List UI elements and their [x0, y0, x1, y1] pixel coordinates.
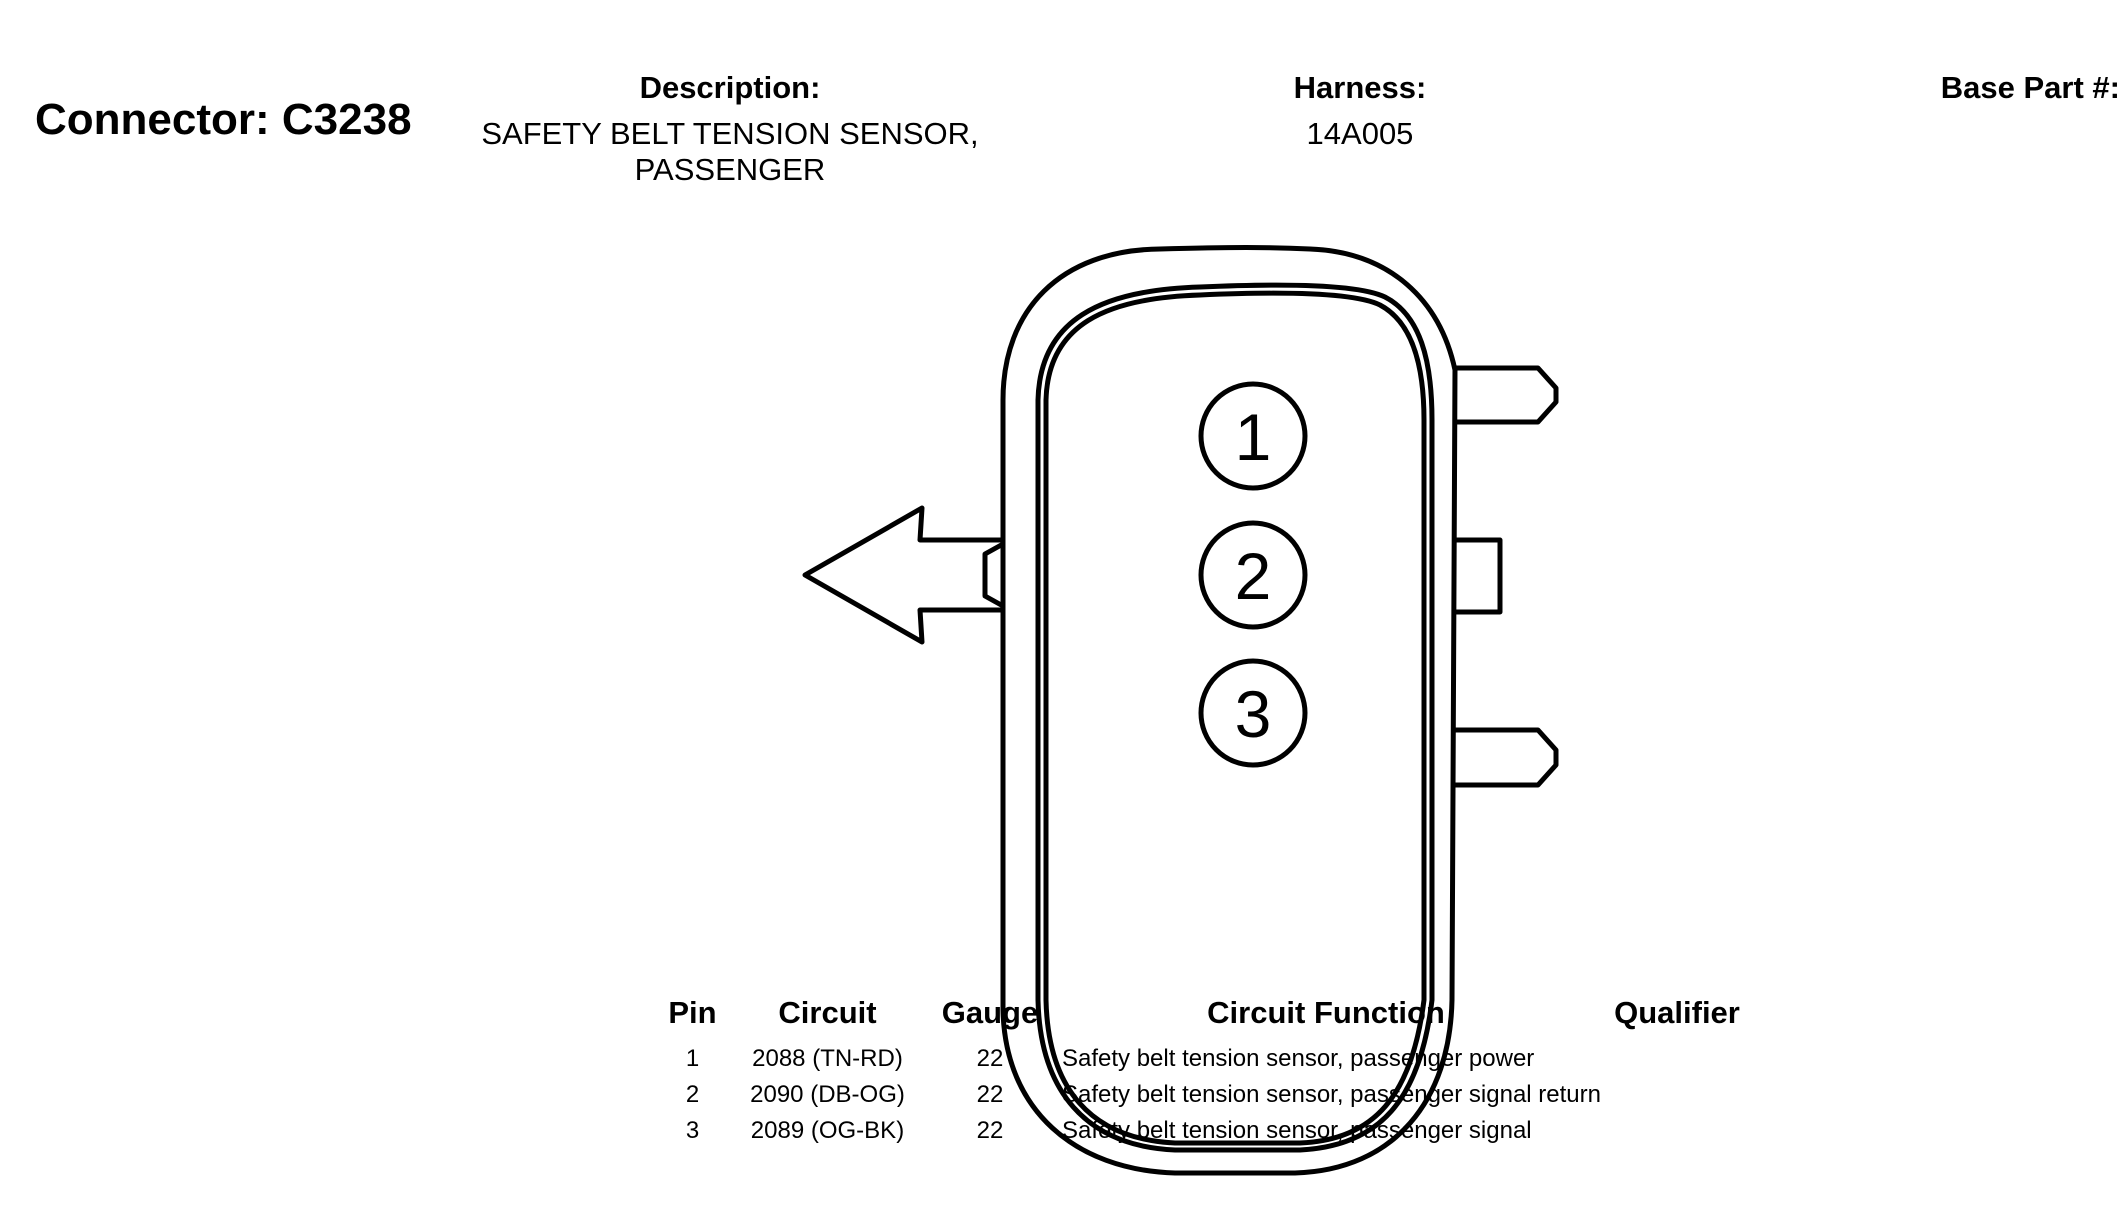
table-row: 3 2089 (OG-BK) 22 Safety belt tension se… [660, 1113, 1752, 1149]
row-circuit: 2089 (OG-BK) [750, 1117, 905, 1144]
row-gauge: 22 [976, 1045, 1004, 1072]
row-pin: 3 [685, 1117, 700, 1144]
pin-3-circle [1198, 658, 1308, 768]
header-qualifier: Qualifier [1614, 995, 1740, 1030]
row-function: Safety belt tension sensor, passenger si… [1062, 1081, 1601, 1108]
description-block: Description: SAFETY BELT TENSION SENSOR,… [450, 70, 1010, 188]
row-gauge: 22 [976, 1117, 1004, 1144]
row-circuit: 2088 (TN-RD) [752, 1045, 903, 1072]
header-circuit: Circuit [778, 995, 877, 1030]
row-function: Safety belt tension sensor, passenger si… [1062, 1117, 1532, 1144]
row-pin: 1 [685, 1045, 700, 1072]
row-function: Safety belt tension sensor, passenger po… [1062, 1045, 1535, 1072]
row-qualifier [1602, 1077, 1752, 1113]
row-qualifier [1602, 1113, 1752, 1149]
pin-3-label: 3 [1235, 677, 1272, 751]
description-label: Description: [639, 70, 821, 105]
pin-table: Pin Circuit Gauge Circuit Function Quali… [660, 995, 1752, 1149]
header-pin: Pin [668, 995, 717, 1030]
connector-cavity-outer [1035, 282, 1435, 1153]
row-circuit: 2090 (DB-OG) [750, 1081, 905, 1108]
base-part-label: Base Part #: [1940, 70, 2120, 105]
connector-housing-outline [1000, 245, 1458, 1176]
row-pin: 2 [685, 1081, 700, 1108]
row-qualifier [1602, 1041, 1752, 1077]
pin-2-circle [1198, 520, 1308, 630]
table-row: 2 2090 (DB-OG) 22 Safety belt tension se… [660, 1077, 1752, 1113]
pin-1-circle [1198, 381, 1308, 491]
harness-block: Harness: 14A005 [1250, 70, 1470, 152]
latch-tab-middle [1455, 537, 1503, 615]
connector-cavity-inner [1043, 290, 1427, 1146]
row-gauge: 22 [976, 1081, 1004, 1108]
pin-table-header: Pin Circuit Gauge Circuit Function Quali… [660, 995, 1752, 1041]
pin-2-label: 2 [1235, 539, 1272, 613]
orientation-arrow [802, 505, 1003, 645]
harness-label: Harness: [1293, 70, 1427, 105]
table-row: 1 2088 (TN-RD) 22 Safety belt tension se… [660, 1041, 1752, 1077]
connector-title: Connector: C3238 [35, 95, 412, 144]
header-gauge: Gauge [941, 995, 1039, 1030]
harness-value: 14A005 [1306, 116, 1414, 151]
left-key-block [982, 541, 1005, 609]
description-line-2: PASSENGER [634, 152, 826, 187]
description-line-1: SAFETY BELT TENSION SENSOR, [481, 116, 979, 151]
latch-tab-upper [1455, 365, 1559, 425]
latch-tab-lower [1455, 727, 1559, 788]
pin-1-label: 1 [1235, 400, 1272, 474]
pin-cavities: 1 2 3 [1198, 381, 1308, 768]
base-part-block: Base Part #: [1880, 70, 2120, 106]
header-circuit-function: Circuit Function [1207, 995, 1445, 1030]
